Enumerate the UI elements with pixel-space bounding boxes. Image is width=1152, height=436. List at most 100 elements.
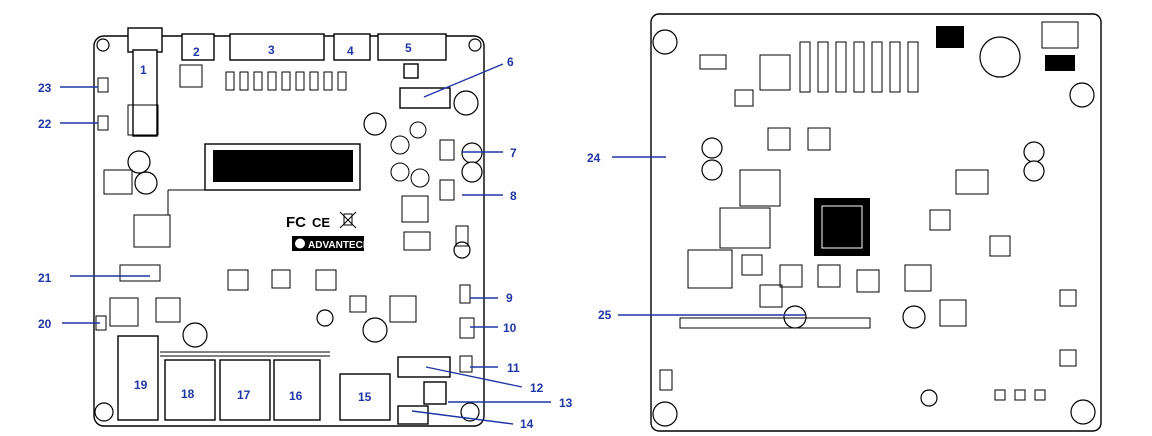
mounting-hole — [1070, 399, 1096, 425]
connector-18 — [164, 359, 216, 421]
mounting-hole — [182, 322, 208, 348]
callout-8: 8 — [510, 189, 517, 203]
connector-4 — [333, 33, 371, 61]
mounting-hole — [96, 38, 110, 52]
connector-15 — [339, 373, 391, 421]
connector-12 — [397, 356, 451, 378]
callout-6: 6 — [507, 55, 514, 69]
back-callouts: 24 25 — [587, 151, 612, 322]
connector-19 — [117, 335, 159, 421]
back-middle-components — [659, 127, 1077, 401]
mounting-hole — [652, 401, 678, 427]
mounting-hole — [920, 389, 938, 407]
fcc-logo: FC — [286, 214, 306, 231]
chip — [349, 295, 367, 313]
callout-10: 10 — [503, 321, 517, 335]
callout-14: 14 — [520, 417, 534, 431]
chip — [1045, 55, 1075, 71]
back-board-view — [650, 13, 1102, 432]
callout-5: 5 — [405, 41, 412, 55]
mounting-hole — [652, 29, 678, 55]
chip — [315, 269, 337, 291]
connector-2 — [181, 33, 215, 61]
component-row — [97, 64, 455, 201]
mounting-hole — [316, 309, 334, 327]
callout-13: 13 — [559, 396, 573, 410]
chip — [109, 297, 139, 327]
battery-holder — [979, 36, 1021, 78]
capacitor — [390, 135, 410, 155]
chip — [103, 169, 133, 195]
chip — [455, 225, 469, 247]
callout-19: 19 — [134, 378, 148, 392]
mounting-hole — [453, 90, 479, 116]
callout-25: 25 — [598, 308, 612, 322]
chip — [403, 231, 431, 251]
mounting-hole — [460, 402, 480, 422]
brand-mark-icon — [295, 238, 305, 249]
callout-22: 22 — [38, 117, 52, 131]
connector-10 — [459, 317, 475, 339]
connector-9 — [459, 284, 471, 304]
callout-17: 17 — [237, 388, 251, 402]
chip — [936, 26, 964, 48]
callout-21: 21 — [38, 271, 52, 285]
chip — [227, 269, 249, 291]
capacitor — [410, 168, 430, 188]
connector-16 — [273, 359, 321, 421]
front-board-view: FC CE ADVANTECH — [93, 27, 485, 427]
callout-4: 4 — [347, 44, 354, 58]
mounting-hole — [363, 112, 387, 136]
chip — [401, 195, 429, 223]
mounting-hole — [134, 171, 158, 195]
back-leaders — [612, 156, 805, 316]
mounting-hole — [468, 38, 482, 52]
mounting-hole — [783, 305, 807, 329]
mounting-hole — [701, 137, 723, 159]
mounting-hole — [461, 161, 483, 183]
brand-logo: ADVANTECH — [308, 240, 370, 251]
mounting-hole — [1023, 160, 1045, 182]
connector-14 — [397, 405, 429, 425]
capacitor — [390, 162, 410, 182]
callout-24: 24 — [587, 151, 601, 165]
callout-16: 16 — [289, 389, 303, 403]
mounting-hole — [362, 317, 388, 343]
connector-13 — [423, 381, 447, 405]
connector-5 — [377, 33, 447, 61]
brand-logo-box — [292, 236, 364, 251]
callout-18: 18 — [181, 387, 195, 401]
back-top-components — [699, 21, 1079, 107]
capacitor — [409, 121, 427, 139]
callout-23: 23 — [38, 81, 52, 95]
front-leaders — [60, 63, 551, 425]
weee-bin-icon — [339, 211, 357, 229]
callout-12: 12 — [530, 381, 544, 395]
connector-21 — [119, 264, 161, 282]
connector-17 — [219, 359, 271, 421]
callout-3: 3 — [268, 43, 275, 57]
regulatory-logos: FC CE ADVANTECH — [286, 211, 370, 251]
connector-6 — [399, 87, 451, 109]
callout-2: 2 — [193, 45, 200, 59]
ce-logo: CE — [312, 215, 330, 230]
mounting-hole — [1023, 141, 1045, 163]
back-board-outline — [650, 13, 1102, 432]
mounting-hole — [94, 402, 114, 422]
mounting-hole — [127, 150, 151, 174]
chip — [155, 297, 181, 323]
mounting-hole — [902, 305, 926, 329]
soc-chip — [814, 198, 870, 256]
chip — [133, 214, 171, 248]
connector-1 — [127, 27, 163, 53]
connector-1-body — [132, 49, 158, 137]
connector-11 — [459, 355, 473, 373]
callout-1: 1 — [140, 63, 147, 77]
connector-3 — [229, 33, 325, 61]
callout-20: 20 — [38, 317, 52, 331]
memory-slot-contacts — [213, 150, 353, 182]
callout-9: 9 — [506, 291, 513, 305]
chip — [271, 269, 291, 289]
mounting-hole — [1069, 82, 1095, 108]
